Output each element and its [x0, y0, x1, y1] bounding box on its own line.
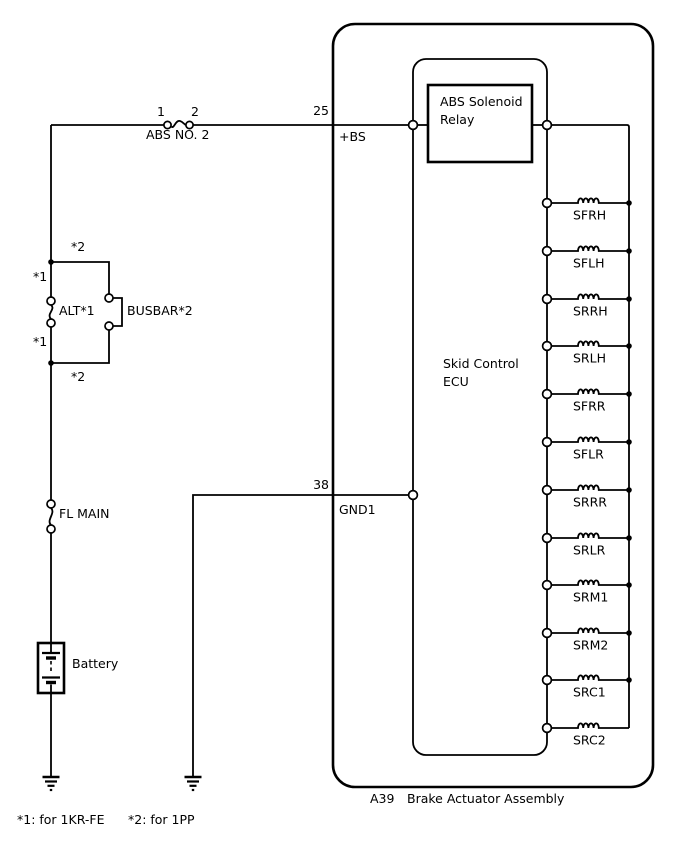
fuse-pin-2-label: 2 [191, 104, 199, 119]
abs-solenoid-relay: ABS Solenoid Relay [417, 83, 553, 164]
solenoid-row-srm2: SRM2 [541, 627, 632, 653]
solenoid-row-srm1: SRM1 [541, 579, 632, 605]
solenoid-row-src2: SRC2 [541, 722, 629, 748]
fuse-name-label: ABS NO. 2 [146, 127, 209, 142]
gnd-pin-number: 38 [313, 477, 329, 492]
solenoid-label: SRM2 [573, 638, 608, 653]
battery-label: Battery [72, 656, 119, 671]
gnd-pin-name: GND1 [339, 502, 376, 517]
bs-pin-name: +BS [339, 129, 366, 144]
busbar-branch: BUSBAR*2 *2 *1 *1 *2 [33, 239, 193, 384]
ecu-label-line1: Skid Control [443, 356, 519, 371]
assembly-name: Brake Actuator Assembly [407, 791, 565, 806]
solenoid-label: SRLR [573, 543, 606, 558]
solenoid-label: SRLH [573, 351, 606, 366]
bs-terminal: 25 +BS [313, 103, 419, 144]
solenoid-label: SFRH [573, 208, 606, 223]
solenoid-row-sflr: SFLR [541, 436, 632, 462]
solenoid-row-sfrh: SFRH [541, 197, 632, 223]
battery: Battery [36, 641, 119, 695]
ground-symbol-battery [42, 775, 60, 792]
ground-symbol-gnd1 [184, 775, 202, 792]
star1-top-label: *1 [33, 269, 47, 284]
brake-actuator-assembly-box [331, 22, 655, 789]
solenoid-label: SRC2 [573, 733, 606, 748]
alt-fusible-link: ALT*1 [46, 296, 95, 328]
solenoid-row-srlr: SRLR [541, 532, 632, 558]
solenoid-row-src1: SRC1 [541, 674, 632, 700]
star2-top-label: *2 [71, 239, 85, 254]
fl-main-label: FL MAIN [59, 506, 110, 521]
gnd1-wire: 38 GND1 [192, 477, 419, 776]
fuse-pin-1-label: 1 [157, 104, 165, 119]
bs-pin-number: 25 [313, 103, 329, 118]
solenoid-label: SRM1 [573, 590, 608, 605]
solenoid-label: SRRR [573, 495, 607, 510]
assembly-code: A39 [370, 791, 395, 806]
solenoid-label: SRRH [573, 304, 608, 319]
relay-label-line1: ABS Solenoid [440, 94, 523, 109]
alt-label: ALT*1 [59, 303, 95, 318]
footnote-2: *2: for 1PP [128, 812, 195, 827]
footnote-1: *1: for 1KR-FE [17, 812, 105, 827]
fuse-abs-no2: 1 2 ABS NO. 2 [146, 104, 209, 142]
footnotes: *1: for 1KR-FE *2: for 1PP [17, 812, 195, 827]
solenoid-label: SFRR [573, 399, 606, 414]
fl-main-fusible-link: FL MAIN [46, 499, 110, 534]
star1-bottom-label: *1 [33, 334, 47, 349]
relay-label-line2: Relay [440, 112, 475, 127]
solenoid-row-srrh: SRRH [541, 293, 632, 319]
assembly-caption: A39 Brake Actuator Assembly [370, 791, 565, 806]
solenoid-label: SRC1 [573, 685, 606, 700]
ecu-label-line2: ECU [443, 374, 469, 389]
solenoid-label: SFLR [573, 447, 604, 462]
solenoid-row-srrr: SRRR [541, 484, 632, 510]
solenoid-bus-wire [551, 124, 630, 728]
star2-bottom-label: *2 [71, 369, 85, 384]
busbar-label: BUSBAR*2 [127, 303, 193, 318]
solenoid-row-sflh: SFLH [541, 245, 632, 271]
solenoid-row-sfrr: SFRR [541, 388, 632, 414]
solenoid-label: SFLH [573, 256, 605, 271]
skid-control-ecu-box: Skid Control ECU [412, 58, 548, 756]
solenoid-row-srlh: SRLH [541, 340, 632, 366]
